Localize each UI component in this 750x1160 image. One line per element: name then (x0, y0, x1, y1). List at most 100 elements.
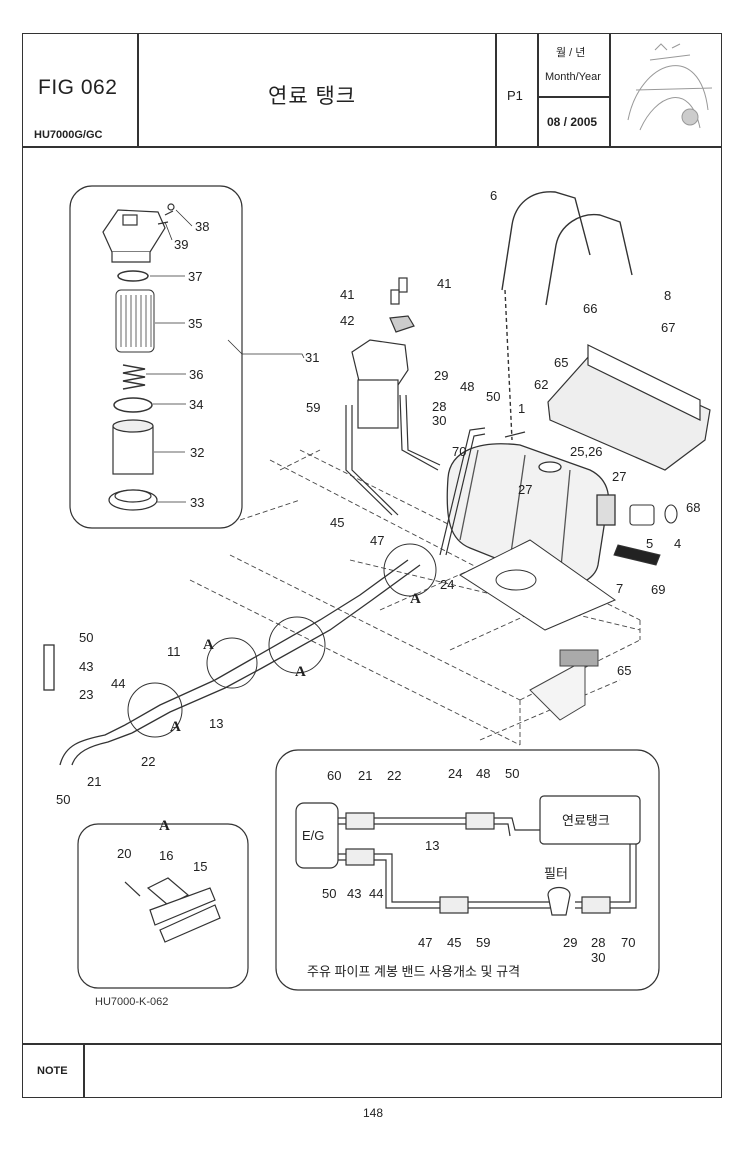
part-label-23: 23 (79, 687, 93, 702)
part-label-50a: 50 (486, 389, 500, 404)
inset-leader-lines (146, 209, 305, 503)
frame-bracket-drawing (529, 649, 599, 721)
schematic-label-43: 43 (347, 886, 361, 901)
part-label-44: 44 (111, 676, 125, 691)
filter-head-drawing (102, 203, 175, 263)
tank-mat-drawing (458, 539, 617, 631)
part-label-29: 29 (434, 368, 448, 383)
schematic-label-30: 30 (591, 950, 605, 965)
part-label-62: 62 (534, 377, 548, 392)
detail-a-marker-1: A (203, 637, 214, 653)
part-label-25-26: 25,26 (570, 444, 603, 459)
part-label-30: 30 (432, 413, 446, 428)
part-label-45: 45 (330, 515, 344, 530)
part-label-47: 47 (370, 533, 384, 548)
company-seal-logo (627, 43, 713, 131)
schematic-label-48: 48 (476, 766, 490, 781)
schematic-label-45: 45 (447, 935, 461, 950)
schematic-label-21: 21 (358, 768, 372, 783)
part-label-27b: 27 (518, 482, 532, 497)
schematic-label-44: 44 (369, 886, 383, 901)
fuel-hoses-drawing (345, 394, 526, 556)
schematic-label-59: 59 (476, 935, 490, 950)
fuel-line-schematic (275, 749, 660, 991)
part-label-33: 33 (190, 495, 204, 510)
note-divider (83, 1043, 85, 1098)
tank-straps-drawing (501, 191, 633, 441)
part-label-21: 21 (87, 774, 101, 789)
model-code: HU7000G/GC (34, 129, 103, 141)
engine-block (295, 802, 339, 869)
page-frame (22, 33, 722, 1098)
schematic-label-22: 22 (387, 768, 401, 783)
filter-exploded-inset (69, 185, 243, 529)
part-label-22: 22 (141, 754, 155, 769)
part-label-13: 13 (209, 716, 223, 731)
part-label-27a: 27 (612, 469, 626, 484)
pipe-band-circles (127, 543, 437, 738)
retainer-ring-drawing (108, 489, 158, 511)
schematic-engine-label: E/G (302, 828, 324, 843)
schematic-label-50t: 50 (505, 766, 519, 781)
header-divider-1 (137, 33, 139, 147)
part-label-67: 67 (661, 320, 675, 335)
part-label-69: 69 (651, 582, 665, 597)
month-year-kr-label: 월 / 년 (556, 47, 586, 59)
month-year-label: Month/Year (545, 71, 601, 83)
page-number: 148 (363, 1106, 384, 1120)
part-label-65b: 65 (617, 663, 631, 678)
detail-a-title: A (159, 818, 170, 834)
part-label-4: 4 (674, 536, 681, 551)
part-label-6: 6 (490, 188, 497, 203)
detail-a-inset (77, 823, 249, 989)
schematic-label-60: 60 (327, 768, 341, 783)
header-divider-3 (537, 33, 539, 147)
part-label-41b: 41 (437, 276, 451, 291)
part-label-39: 39 (174, 237, 188, 252)
part-label-59: 59 (306, 400, 320, 415)
detail-a-marker-2: A (295, 664, 306, 680)
part-label-7: 7 (616, 581, 623, 596)
part-label-8: 8 (664, 288, 671, 303)
tank-bracket-drawing (547, 344, 711, 471)
part-label-5: 5 (646, 536, 653, 551)
header-date-line (537, 96, 609, 98)
part-label-50b: 50 (79, 630, 93, 645)
part-label-48: 48 (460, 379, 474, 394)
fuel-tank-block (539, 795, 641, 845)
part-label-50c: 50 (56, 792, 70, 807)
part-label-1: 1 (518, 401, 525, 416)
schematic-label-28: 28 (591, 935, 605, 950)
header-divider-4 (609, 33, 611, 147)
note-label: NOTE (37, 1065, 68, 1077)
part-label-31: 31 (305, 350, 319, 365)
schematic-lines (338, 812, 637, 916)
fuel-tank-drawing (446, 443, 616, 586)
fuel-filter-assembly-drawing (351, 277, 415, 429)
part-label-35: 35 (188, 316, 202, 331)
filter-bowl-drawing (112, 419, 154, 475)
detail-a-marker-4: A (410, 591, 421, 607)
part-label-24: 24 (440, 577, 454, 592)
part-label-68: 68 (686, 500, 700, 515)
filter-element-drawing (115, 289, 155, 353)
schematic-label-50b: 50 (322, 886, 336, 901)
part-label-65a: 65 (554, 355, 568, 370)
spring-drawing (122, 364, 146, 390)
drawing-code: HU7000-K-062 (95, 996, 168, 1008)
part-label-38: 38 (195, 219, 209, 234)
part-label-11: 11 (167, 644, 181, 659)
part-label-41a: 41 (340, 287, 354, 302)
part-label-32: 32 (190, 445, 204, 460)
schematic-caption: 주유 파이프 계봉 밴드 사용개소 및 규격 (307, 964, 520, 979)
header-bottom-line (22, 146, 722, 148)
detail-a-label-16: 16 (159, 848, 173, 863)
o-ring-34 (113, 397, 153, 413)
detail-a-marker-3: A (170, 719, 181, 735)
schematic-label-13: 13 (425, 838, 439, 853)
schematic-filter-label: 필터 (544, 866, 568, 881)
schematic-label-70: 70 (621, 935, 635, 950)
part-label-43: 43 (79, 659, 93, 674)
fuel-lines-drawing (43, 559, 421, 766)
